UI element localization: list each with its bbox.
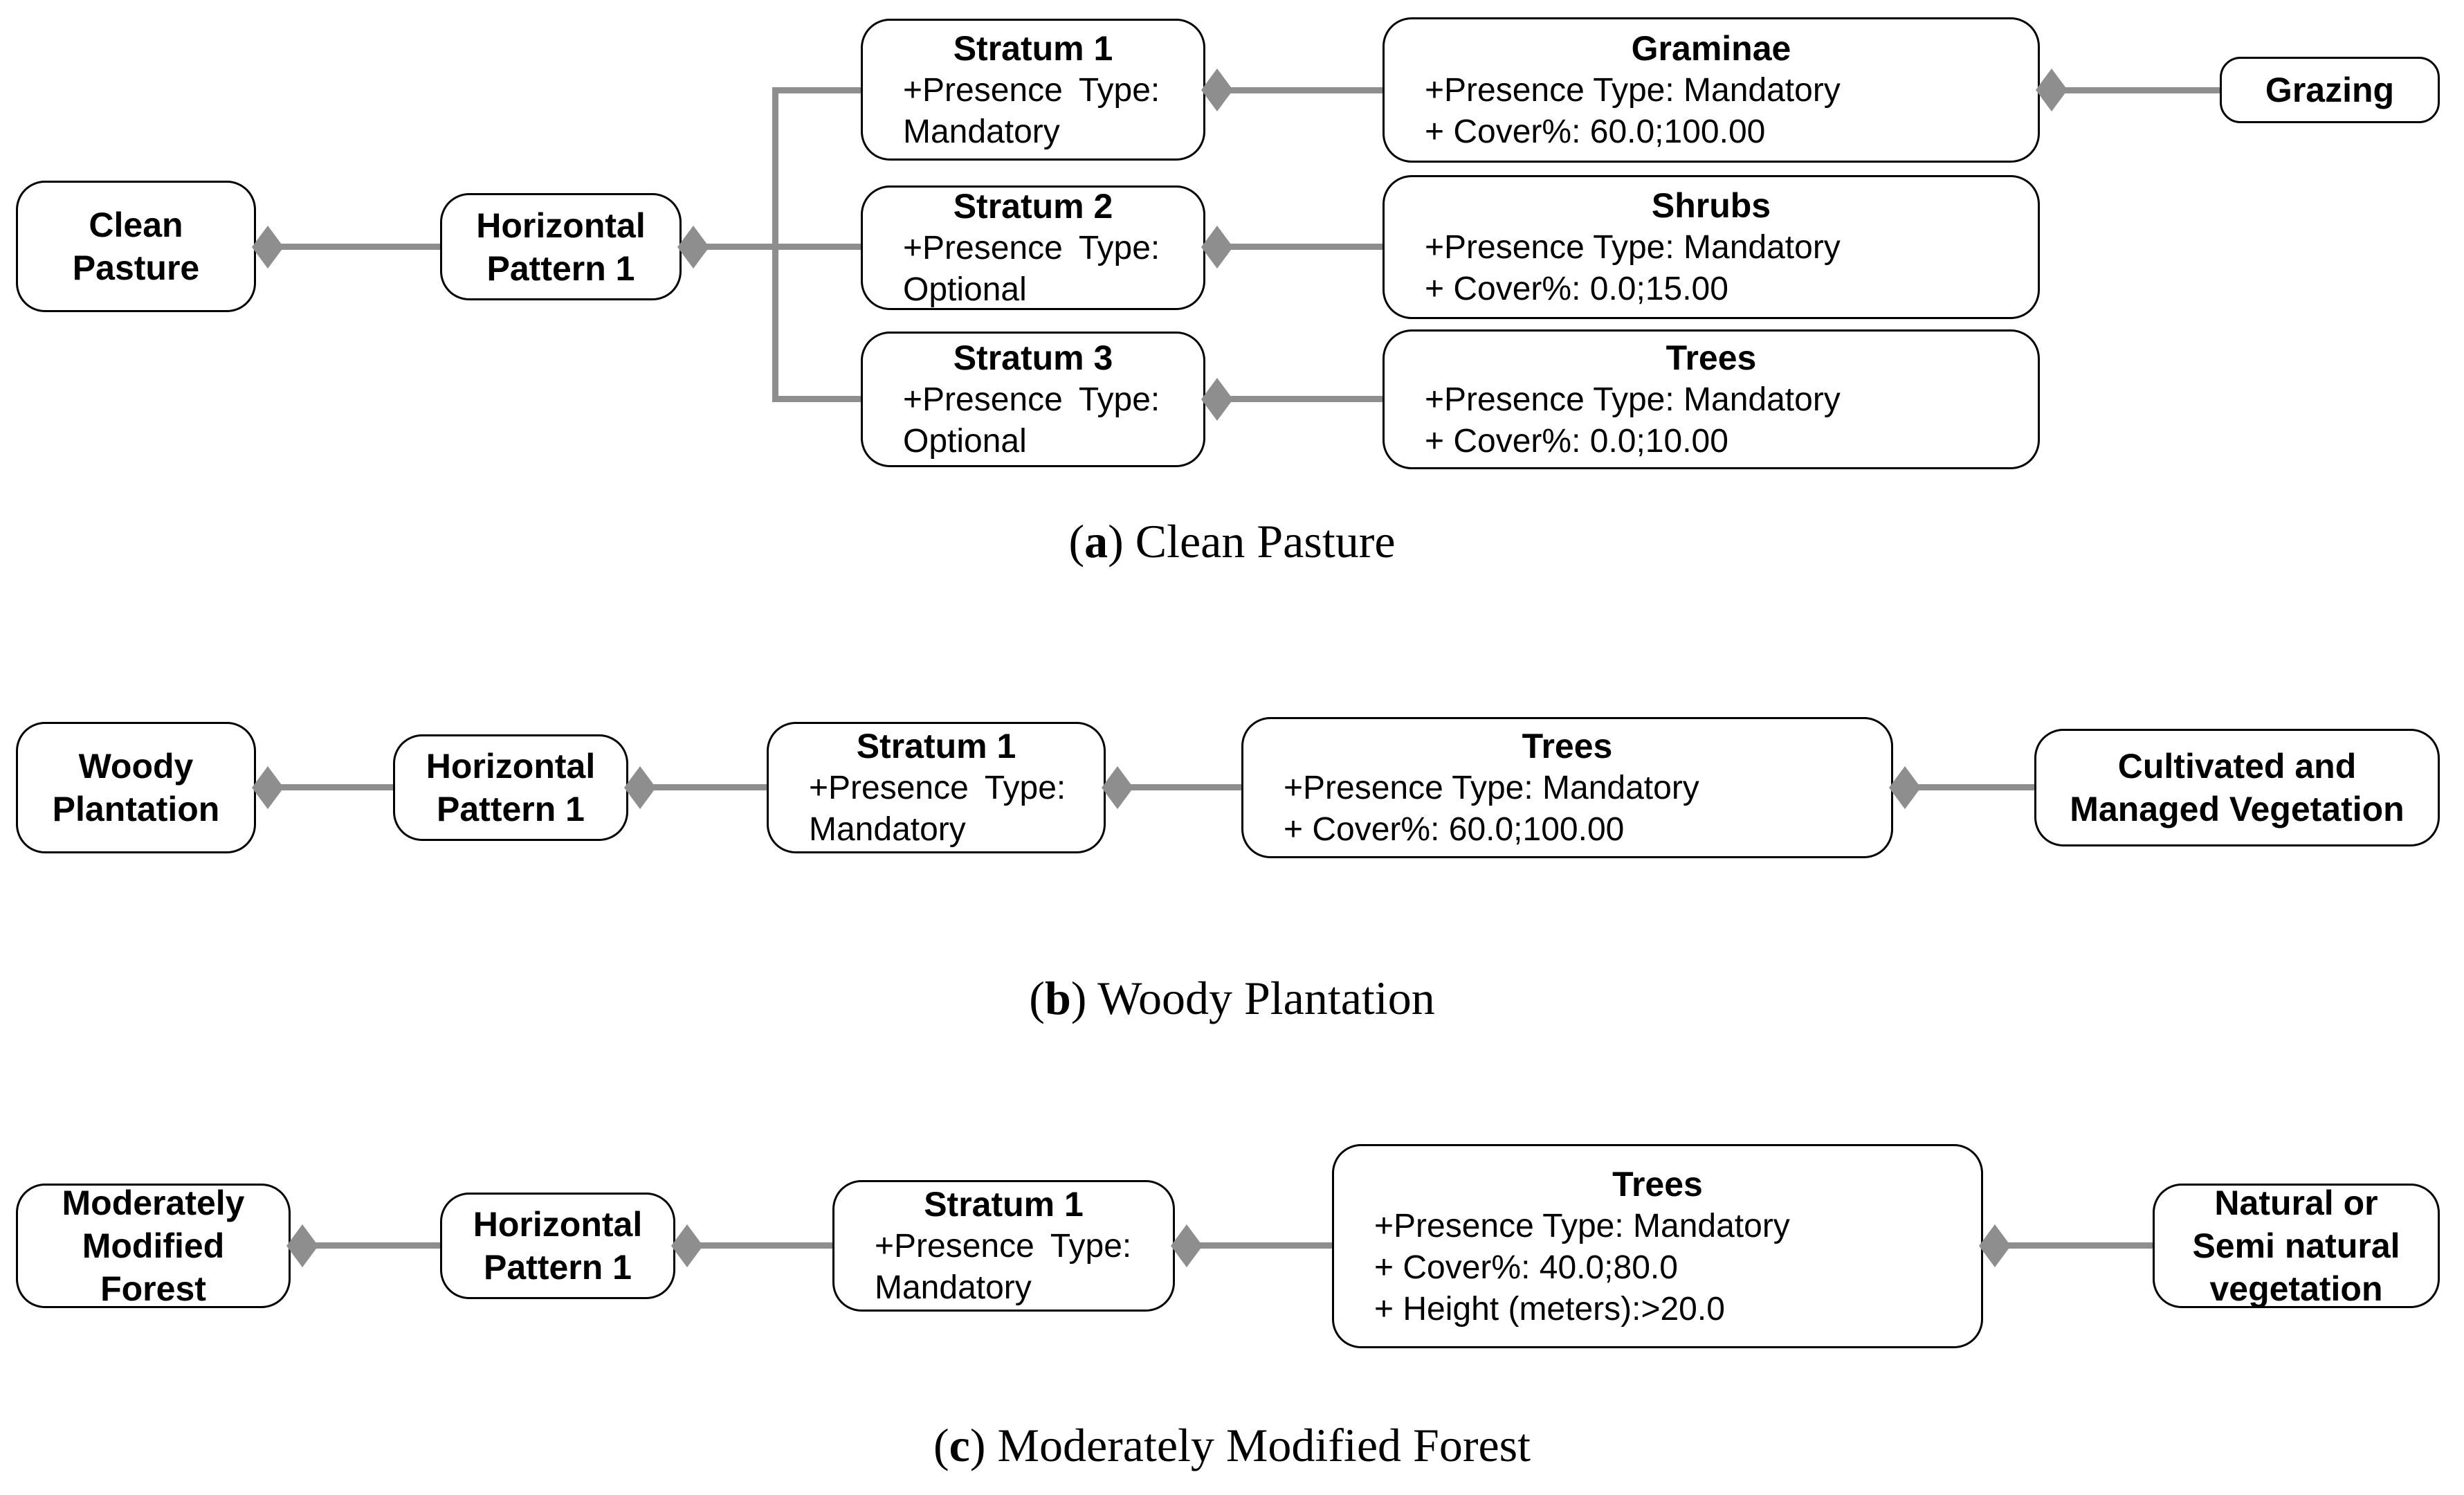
node-attr-line: +Presence Type: Mandatory [1425, 229, 1841, 266]
aggregation-diamond-icon [624, 766, 656, 809]
aggregation-diamond-icon [1102, 766, 1133, 809]
connector-line [256, 244, 440, 250]
node-title: Stratum 1 [856, 727, 1016, 765]
node-stratum-1-b: Stratum 1 +Presence Type: Mandatory [767, 722, 1106, 853]
connector-line [1205, 396, 1382, 402]
caption-marker: (b) [1029, 972, 1087, 1024]
node-attr-line: + Cover%: 0.0;10.00 [1425, 423, 1728, 460]
aggregation-diamond-icon [1979, 1224, 2011, 1267]
node-horizontal-pattern-c: Horizontal Pattern 1 [440, 1193, 675, 1299]
connector-line [772, 87, 861, 93]
node-label: Woody Plantation [52, 747, 220, 828]
caption-text: Woody Plantation [1097, 972, 1435, 1024]
caption-text: Clean Pasture [1135, 515, 1396, 568]
node-label: Horizontal Pattern 1 [473, 1205, 643, 1287]
node-natural-semi-natural-vegetation: Natural or Semi natural vegetation [2153, 1184, 2440, 1308]
node-label: Moderately Modified Forest [62, 1184, 245, 1308]
caption-marker: (c) [933, 1419, 986, 1471]
node-grazing: Grazing [2220, 57, 2440, 123]
connector-line [772, 244, 861, 250]
node-attr-line: Mandatory [875, 1269, 1032, 1306]
node-label: Grazing [2265, 71, 2395, 109]
aggregation-diamond-icon [1201, 378, 1233, 421]
node-horizontal-pattern-b: Horizontal Pattern 1 [393, 734, 628, 841]
connector-line [256, 784, 393, 790]
caption-b: (b) Woody Plantation [0, 970, 2464, 1026]
node-title: Stratum 1 [924, 1185, 1084, 1224]
node-stratum-1-c: Stratum 1 +Presence Type: Mandatory [832, 1180, 1175, 1312]
aggregation-diamond-icon [1201, 226, 1233, 269]
connector-line [2040, 87, 2220, 93]
node-label: Horizontal Pattern 1 [476, 206, 646, 288]
node-stratum-3-a: Stratum 3 +Presence Type: Optional [861, 332, 1205, 467]
connector-line [1106, 784, 1241, 790]
node-attr-line: +Presence Type: [809, 770, 1066, 806]
node-title: Stratum 1 [953, 28, 1113, 68]
node-trees-b: Trees +Presence Type: Mandatory + Cover%… [1241, 717, 1893, 858]
node-attr-line: +Presence Type: Mandatory [1425, 72, 1841, 109]
node-attr-line: Mandatory [903, 113, 1060, 150]
node-attr-line: +Presence Type: Mandatory [1425, 381, 1841, 418]
node-attr-line: Optional [903, 423, 1027, 460]
connector-line [628, 784, 767, 790]
node-attr-line: + Height (meters):>20.0 [1374, 1290, 1725, 1328]
aggregation-diamond-icon [252, 766, 284, 809]
aggregation-diamond-icon [677, 226, 709, 269]
node-title: Trees [1522, 727, 1613, 765]
node-stratum-2-a: Stratum 2 +Presence Type: Optional [861, 185, 1205, 310]
node-attr-line: Optional [903, 271, 1027, 308]
node-attr-line: +Presence Type: Mandatory [1284, 770, 1699, 806]
node-trees-a: Trees +Presence Type: Mandatory + Cover%… [1382, 329, 2040, 469]
node-moderately-modified-forest: Moderately Modified Forest [16, 1184, 291, 1308]
node-attr-line: +Presence Type: Mandatory [1374, 1207, 1790, 1244]
node-title: Trees [1612, 1164, 1703, 1204]
node-attr-line: + Cover%: 60.0;100.00 [1425, 114, 1766, 150]
node-title: Graminae [1631, 29, 1791, 68]
connector-line [1893, 784, 2034, 790]
aggregation-diamond-icon [671, 1224, 703, 1267]
node-label: Horizontal Pattern 1 [426, 747, 596, 828]
node-attr-line: +Presence Type: [903, 71, 1160, 109]
node-trees-c: Trees +Presence Type: Mandatory + Cover%… [1332, 1144, 1983, 1348]
node-attr-line: +Presence Type: [903, 381, 1160, 418]
node-stratum-1-a: Stratum 1 +Presence Type: Mandatory [861, 19, 1205, 161]
caption-c: (c) Moderately Modified Forest [0, 1417, 2464, 1473]
aggregation-diamond-icon [1171, 1224, 1203, 1267]
node-label: Natural or Semi natural vegetation [2192, 1184, 2400, 1308]
node-attr-line: + Cover%: 0.0;15.00 [1425, 271, 1728, 307]
aggregation-diamond-icon [1889, 766, 1921, 809]
connector-line [1205, 244, 1382, 250]
node-attr-line: +Presence Type: [875, 1228, 1132, 1265]
node-cultivated-managed-vegetation: Cultivated and Managed Vegetation [2034, 729, 2440, 846]
node-shrubs: Shrubs +Presence Type: Mandatory + Cover… [1382, 175, 2040, 319]
node-graminae: Graminae +Presence Type: Mandatory + Cov… [1382, 17, 2040, 163]
connector-line [1205, 87, 1382, 93]
node-title: Shrubs [1651, 186, 1771, 225]
connector-line [772, 396, 861, 402]
aggregation-diamond-icon [286, 1224, 318, 1267]
node-attr-line: +Presence Type: [903, 230, 1160, 266]
connector-line [291, 1242, 440, 1249]
node-attr-line: Mandatory [809, 811, 966, 848]
aggregation-diamond-icon [2036, 69, 2068, 111]
node-attr-line: + Cover%: 40.0;80.0 [1374, 1249, 1678, 1286]
aggregation-diamond-icon [252, 226, 284, 269]
aggregation-diamond-icon [1201, 69, 1233, 111]
node-title: Trees [1666, 338, 1757, 377]
node-clean-pasture: Clean Pasture [16, 181, 256, 312]
node-title: Stratum 2 [953, 187, 1113, 226]
node-horizontal-pattern-a: Horizontal Pattern 1 [440, 193, 682, 300]
caption-marker: (a) [1068, 515, 1124, 568]
connector-line [682, 244, 778, 250]
connector-line [1175, 1242, 1332, 1249]
connector-line [675, 1242, 832, 1249]
node-label: Clean Pasture [72, 206, 200, 287]
node-label: Cultivated and Managed Vegetation [2070, 747, 2404, 828]
caption-a: (a) Clean Pasture [0, 514, 2464, 569]
connector-line [1983, 1242, 2153, 1249]
node-title: Stratum 3 [953, 338, 1113, 377]
node-attr-line: + Cover%: 60.0;100.00 [1284, 811, 1625, 848]
caption-text: Moderately Modified Forest [997, 1419, 1531, 1471]
node-woody-plantation: Woody Plantation [16, 722, 256, 853]
